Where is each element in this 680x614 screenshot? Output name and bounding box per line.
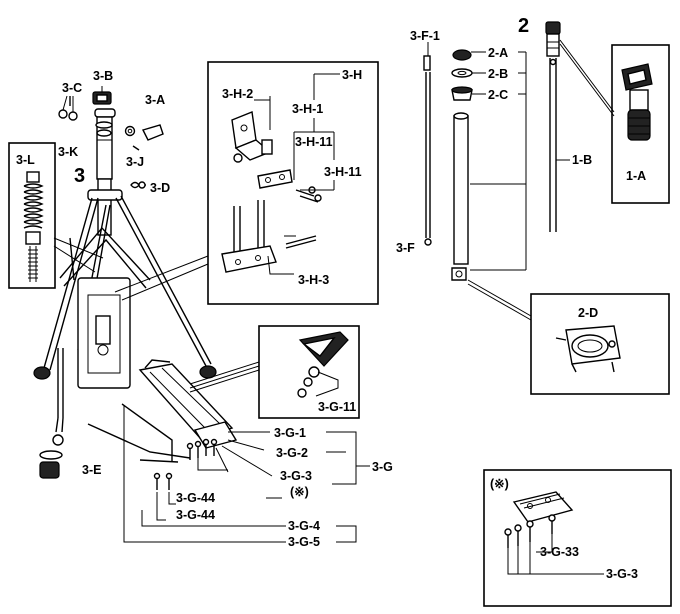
label-3G3b: 3-G-3 (606, 567, 638, 581)
box-1A (611, 44, 670, 204)
label-3F1: 3-F-1 (410, 29, 440, 43)
pedal-assembly (87, 359, 260, 490)
stand-body (33, 178, 217, 479)
spring-assembly-3L (23, 171, 44, 282)
label-3B: 3-B (93, 69, 113, 83)
label-3G3: 3-G-3 (280, 469, 312, 483)
box-3G3-detail (483, 469, 672, 607)
label-3H: 3-H (342, 68, 362, 82)
beater-3G11 (297, 331, 349, 398)
label-3G44a: 3-G-44 (176, 491, 215, 505)
label-3G2: 3-G-2 (276, 446, 308, 460)
box-3L (8, 142, 56, 289)
part-labels: 3-C 3-B 3-A 3-K 3-J 3 3-D 3-L 3-E 3-H 3-… (16, 15, 646, 581)
box-3G11 (258, 325, 360, 419)
label-3C: 3-C (62, 81, 82, 95)
label-3G4: 3-G-4 (288, 519, 320, 533)
label-3D: 3-D (150, 181, 170, 195)
leader-lines-3G (123, 406, 370, 543)
tube-assembly-2 (451, 49, 532, 321)
rod-1B (545, 21, 615, 232)
label-3G33: 3-G-33 (540, 545, 579, 559)
label-3G11: 3-G-11 (318, 400, 356, 414)
label-3F: 3-F (396, 241, 415, 255)
box-3H (207, 61, 379, 305)
stand-top-parts (58, 86, 164, 189)
label-2B: 2-B (488, 67, 508, 81)
label-3G: 3-G (372, 460, 393, 474)
hinge-plate-detail (504, 491, 604, 575)
label-3G1: 3-G-1 (274, 426, 306, 440)
label-3A: 3-A (145, 93, 165, 107)
label-3: 3 (74, 165, 85, 187)
box-2D (530, 293, 670, 395)
label-3L: 3-L (16, 153, 35, 167)
label-3H11a: 3-H-11 (295, 135, 333, 149)
label-3G5: 3-G-5 (288, 535, 320, 549)
label-3H3: 3-H-3 (298, 273, 329, 287)
beater-holder-3H (114, 111, 322, 301)
label-3K: 3-K (58, 145, 78, 159)
clamp-1A (621, 63, 653, 141)
label-3H2: 3-H-2 (222, 87, 253, 101)
label-note: (※) (290, 485, 309, 499)
leader-lines-3H (254, 73, 340, 275)
label-3G44b: 3-G-44 (176, 508, 215, 522)
label-3E: 3-E (82, 463, 101, 477)
label-3H11b: 3-H-11 (324, 165, 362, 179)
label-1B: 1-B (572, 153, 592, 167)
label-2: 2 (518, 15, 529, 37)
label-2D: 2-D (578, 306, 598, 320)
label-3H1: 3-H-1 (292, 102, 323, 116)
label-note2: (※) (490, 477, 509, 491)
label-2C: 2-C (488, 88, 508, 102)
clamp-2D (555, 325, 621, 373)
label-1A: 1-A (626, 169, 646, 183)
label-3J: 3-J (126, 155, 144, 169)
label-2A: 2-A (488, 46, 508, 60)
rod-assembly-3F (423, 42, 432, 246)
